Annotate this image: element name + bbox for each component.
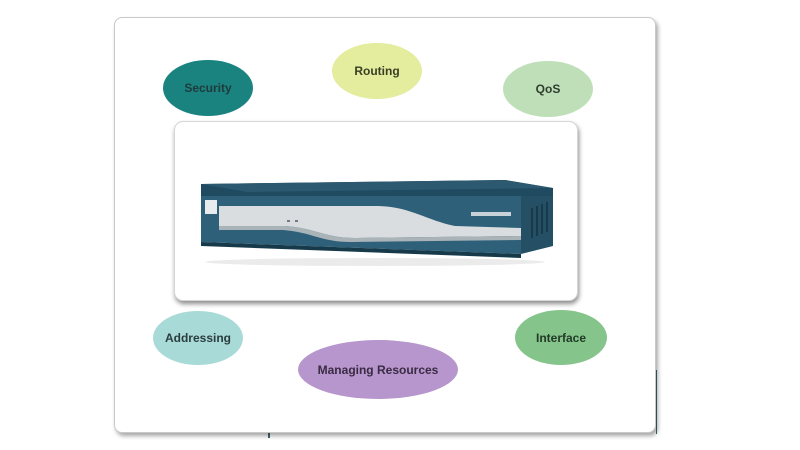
node-security-label: Security: [184, 81, 231, 95]
node-routing: Routing: [332, 43, 422, 99]
node-qos-label: QoS: [536, 82, 561, 96]
node-managing-resources: Managing Resources: [298, 340, 458, 399]
node-interface: Interface: [515, 310, 607, 365]
router-badge: [205, 200, 217, 214]
node-addressing-label: Addressing: [165, 331, 231, 345]
router-brand-plate: [471, 212, 511, 216]
node-interface-label: Interface: [536, 331, 586, 345]
node-addressing: Addressing: [153, 311, 243, 365]
node-routing-label: Routing: [354, 64, 399, 78]
node-qos: QoS: [503, 61, 593, 117]
router-image: [175, 122, 577, 300]
node-managing-resources-label: Managing Resources: [318, 363, 439, 377]
edge-line-right: [656, 370, 657, 434]
router-photo-frame: [174, 121, 578, 301]
node-security: Security: [163, 60, 253, 116]
